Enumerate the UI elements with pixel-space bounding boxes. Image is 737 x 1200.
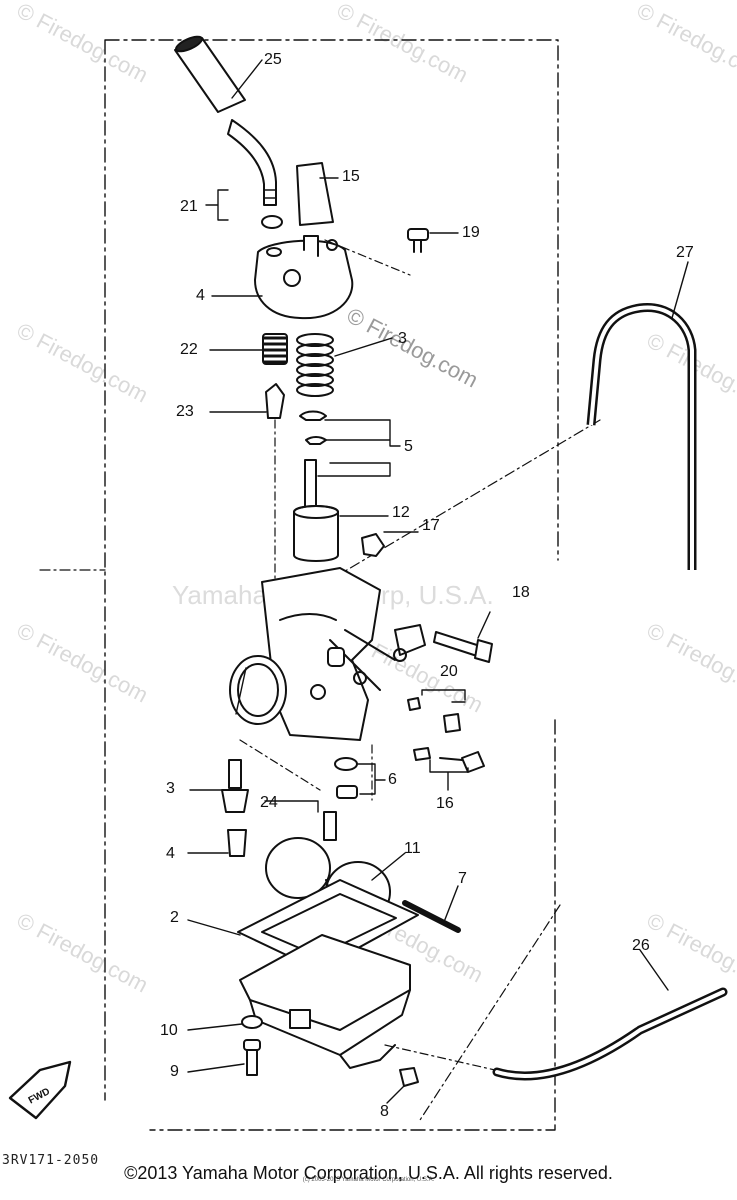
bolt-part-18 (433, 631, 493, 663)
callout-16: 16 (436, 795, 454, 812)
overflow-tube-part-27 (586, 303, 697, 570)
throttle-spring-part-3 (296, 333, 334, 397)
small-copyright: (c) 2005-2015 Yamaha Motor Corporation, … (302, 1177, 435, 1183)
callout-5: 5 (404, 438, 413, 455)
callout-15: 15 (342, 168, 360, 185)
callout-17: 17 (422, 517, 440, 534)
callout-7: 7 (458, 870, 467, 887)
callout-2: 2 (170, 909, 179, 926)
pilot-jet-part-24 (323, 811, 337, 841)
copyright-footer: ©2013 Yamaha Motor Corporation, U.S.A. A… (124, 1163, 613, 1183)
spring-part-22 (262, 333, 288, 365)
callout-12: 12 (392, 504, 410, 521)
clip-part-5 (299, 410, 327, 445)
leader-lines (187, 59, 689, 1104)
callout-22: 22 (180, 341, 198, 358)
callout-23: 23 (176, 403, 194, 420)
nut-part-17 (361, 533, 385, 557)
callout-6: 6 (388, 771, 397, 788)
callout-24: 24 (260, 794, 278, 811)
screw-part-9 (243, 1039, 261, 1076)
main-jet-part-4 (227, 829, 247, 857)
screw-part-20 (407, 697, 461, 733)
callout-26: 26 (632, 937, 650, 954)
drain-screw-part-8 (399, 1067, 419, 1087)
carburetor-body (229, 567, 426, 741)
rubber-cap-part-15 (296, 162, 334, 226)
assembly-boundary-line (104, 39, 559, 1131)
figure-code: 3RV171-2050 (2, 1153, 100, 1168)
callout-4-upper: 4 (196, 287, 205, 304)
hose-sleeve-part-25 (174, 35, 246, 113)
top-cover-part-4 (254, 235, 354, 320)
callout-3-upper: 3 (398, 330, 407, 347)
callout-25: 25 (264, 51, 282, 68)
vent-tube-part-26 (492, 987, 728, 1081)
callout-4-lower: 4 (166, 845, 175, 862)
screw-part-19 (407, 228, 429, 253)
callout-27: 27 (676, 244, 694, 261)
throttle-valve-part-12 (293, 459, 339, 562)
washer-part-10 (241, 1015, 263, 1029)
needle-jet-part-3 (221, 759, 249, 813)
callout-10: 10 (160, 1022, 178, 1039)
callout-18: 18 (512, 584, 530, 601)
float-chamber (239, 934, 411, 1069)
callout-9: 9 (170, 1063, 179, 1080)
nut-part-21 (261, 215, 283, 229)
needle-holder-part-23 (265, 383, 285, 419)
callout-20: 20 (440, 663, 458, 680)
fwd-arrow-icon: FWD (8, 1060, 72, 1120)
float-pin-part-7 (402, 900, 461, 933)
cable-tube (227, 119, 277, 206)
pilot-screw-part-16 (413, 747, 485, 773)
callout-11: 11 (404, 840, 421, 857)
callout-19: 19 (462, 224, 480, 241)
callout-3-lower: 3 (166, 780, 175, 797)
jet-part-6 (334, 757, 358, 799)
callout-8: 8 (380, 1103, 389, 1120)
callout-21: 21 (180, 198, 198, 215)
